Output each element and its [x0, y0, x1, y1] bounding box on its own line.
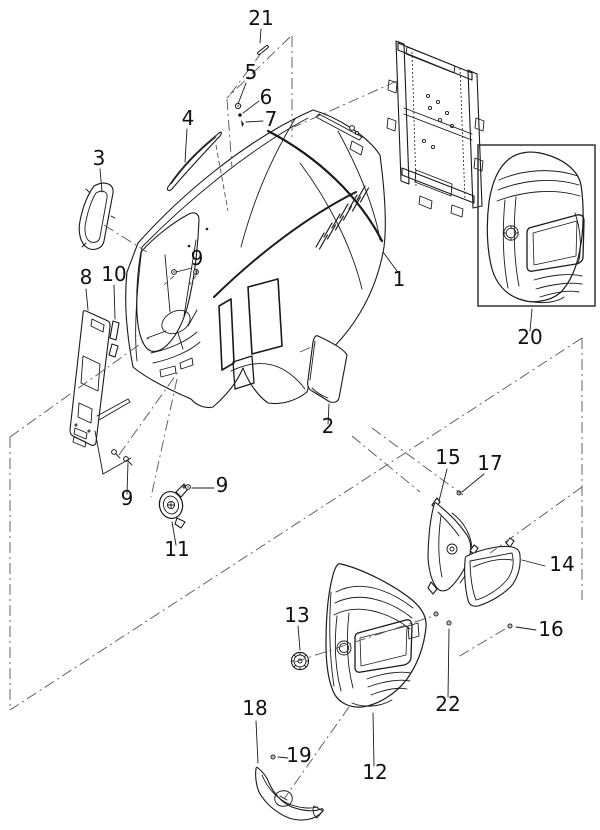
callout-10: 10: [101, 262, 126, 286]
hood-lamp-pocket: [161, 309, 191, 335]
callout-8: 8: [80, 265, 93, 289]
spacer-part-10: [108, 320, 120, 358]
lower-trim-part-18: [255, 766, 324, 821]
pin-part-21: [257, 44, 269, 56]
callout-9-hood: 9: [191, 246, 204, 270]
screw-9-bracket-a: [111, 449, 117, 455]
callout-22: 22: [435, 692, 460, 716]
callout-9-bracket: 9: [121, 486, 134, 510]
callout-3: 3: [93, 146, 106, 170]
callout-9-horn: 9: [216, 473, 229, 497]
callout-18: 18: [242, 696, 267, 720]
callout-6: 6: [260, 85, 273, 109]
horn-part-11: [158, 483, 189, 529]
callout-21: 21: [248, 6, 273, 30]
callout-1: 1: [393, 267, 406, 291]
callout-17: 17: [477, 451, 502, 475]
callout-5: 5: [245, 60, 258, 84]
emblem-part-13: [290, 651, 310, 671]
part-20-box: [477, 144, 596, 307]
callout-11: 11: [164, 537, 189, 561]
callout-19: 19: [286, 743, 311, 767]
callout-13: 13: [284, 603, 309, 627]
nut-6: [238, 113, 242, 117]
radiator-support-frame: [386, 40, 485, 218]
callout-2: 2: [322, 414, 335, 438]
pin-7: [241, 120, 244, 127]
trim-strip-part-4: [166, 131, 222, 192]
headlamp-housing-part-15: [427, 497, 473, 595]
leader-lines: [85, 28, 546, 767]
headlamp-lens-part-14: [464, 537, 521, 607]
callout-4: 4: [182, 106, 195, 130]
callout-7: 7: [265, 107, 278, 131]
hood-part-1: [125, 109, 386, 409]
grille-assembly-part-20: [477, 144, 596, 307]
construction-lines: [9, 36, 583, 800]
fasteners: [111, 44, 513, 760]
callout-labels: 1 2 3 4 5 6 7 8 9 9 9 10 11 12 13 14 15 …: [80, 6, 575, 784]
bracket-part-8: [69, 310, 131, 448]
callout-15: 15: [435, 445, 460, 469]
side-panel-part-2: [307, 335, 348, 403]
callout-14: 14: [549, 552, 574, 576]
callout-20: 20: [517, 325, 542, 349]
callout-16: 16: [538, 617, 563, 641]
callout-12: 12: [362, 760, 387, 784]
seal-frame-part-3: [78, 182, 116, 250]
hood-louvers: [315, 185, 370, 250]
hood-handle: [315, 113, 364, 156]
